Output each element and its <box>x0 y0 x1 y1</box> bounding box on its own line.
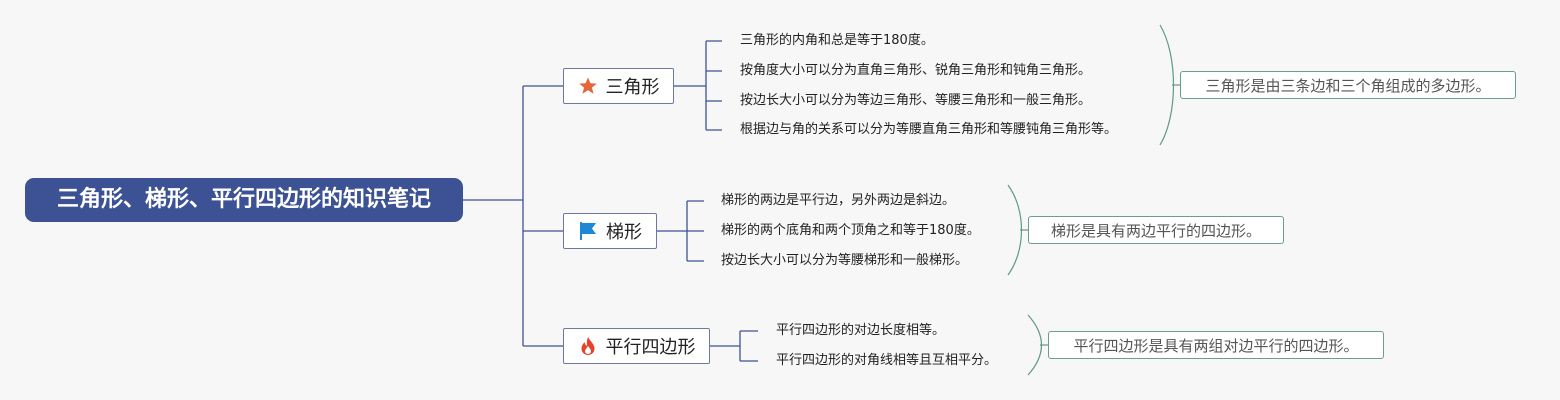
triangle-summary-bracket <box>1159 24 1175 146</box>
summary-brackets <box>1007 24 1180 376</box>
topic-label: 三角形 <box>605 77 660 98</box>
leaf-point[interactable]: 梯形的两个底角和两个顶角之和等于180度。 <box>721 223 980 238</box>
trapezoid-summary-bracket <box>1007 184 1022 276</box>
fire-icon <box>578 336 598 356</box>
star-icon <box>578 76 598 96</box>
leaf-point[interactable]: 按角度大小可以分为直角三角形、锐角三角形和钝角三角形。 <box>740 63 1092 78</box>
topic-triangle[interactable]: 三角形 <box>563 68 674 104</box>
leaf-point[interactable]: 按边长大小可以分为等腰梯形和一般梯形。 <box>721 253 969 268</box>
leaf-point[interactable]: 三角形的内角和总是等于180度。 <box>740 33 934 48</box>
trapezoid-leaf-ticks <box>687 200 704 262</box>
topic-trapezoid[interactable]: 梯形 <box>563 213 657 249</box>
topic-label: 平行四边形 <box>605 337 696 358</box>
summary-trapezoid[interactable]: 梯形是具有两边平行的四边形。 <box>1028 216 1284 244</box>
flag-icon <box>578 221 598 241</box>
root-topic[interactable]: 三角形、梯形、平行四边形的知识笔记 <box>25 178 463 222</box>
parallelogram-summary-bracket <box>1027 314 1042 376</box>
leaf-point[interactable]: 梯形的两边是平行边，另外两边是斜边。 <box>721 193 956 208</box>
summary-triangle[interactable]: 三角形是由三条边和三个角组成的多边形。 <box>1180 71 1516 99</box>
leaf-point[interactable]: 平行四边形的对角线相等且互相平分。 <box>776 353 998 368</box>
connector-lines <box>463 40 758 362</box>
triangle-leaf-ticks <box>706 40 722 131</box>
leaf-point[interactable]: 根据边与角的关系可以分为等腰直角三角形和等腰钝角三角形等。 <box>740 122 1118 137</box>
topic-label: 梯形 <box>606 222 642 243</box>
leaf-point[interactable]: 平行四边形的对边长度相等。 <box>776 323 946 338</box>
summary-parallelogram[interactable]: 平行四边形是具有两组对边平行的四边形。 <box>1048 331 1384 359</box>
leaf-point[interactable]: 按边长大小可以分为等边三角形、等腰三角形和一般三角形。 <box>740 93 1092 108</box>
parallelogram-leaf-ticks <box>740 330 758 362</box>
topic-parallelogram[interactable]: 平行四边形 <box>563 328 710 364</box>
